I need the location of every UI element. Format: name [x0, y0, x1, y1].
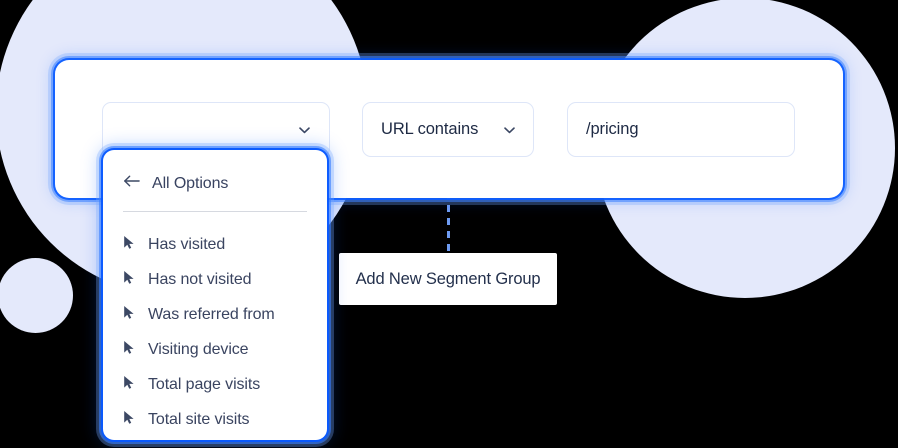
cursor-pointer-icon: [123, 235, 136, 255]
operator-select[interactable]: URL contains: [362, 102, 534, 157]
cursor-pointer-icon: [123, 410, 136, 430]
dropdown-option[interactable]: Total page visits: [103, 367, 327, 402]
dropdown-option-label: Total site visits: [148, 410, 250, 428]
dropdown-option-label: Total page visits: [148, 375, 261, 393]
value-input-wrapper[interactable]: /pricing: [567, 102, 795, 157]
segment-filter-card: URL contains /pricing: [55, 60, 843, 198]
cursor-pointer-icon: [123, 305, 136, 325]
cursor-pointer-icon: [123, 270, 136, 290]
segment-connector-line: [447, 179, 450, 255]
dropdown-option-label: Was referred from: [148, 305, 275, 323]
chevron-down-icon: [297, 122, 312, 137]
dropdown-back-label: All Options: [152, 174, 229, 192]
attribute-options-dropdown: All Options Has visited Has not visited: [103, 150, 327, 440]
dropdown-back-all-options[interactable]: All Options: [103, 170, 327, 197]
add-new-segment-group-button[interactable]: Add New Segment Group: [339, 253, 557, 305]
filter-row: URL contains /pricing: [55, 60, 843, 198]
chevron-down-icon: [502, 122, 517, 137]
value-input[interactable]: /pricing: [586, 120, 639, 138]
cursor-pointer-icon: [123, 375, 136, 395]
dropdown-option[interactable]: Has visited: [103, 227, 327, 262]
dropdown-option-list: Has visited Has not visited Was referred…: [103, 212, 327, 437]
dropdown-option[interactable]: Was referred from: [103, 297, 327, 332]
dropdown-option-label: Has visited: [148, 235, 226, 253]
dropdown-divider: [123, 211, 307, 212]
dropdown-option-label: Visiting device: [148, 340, 249, 358]
operator-select-value: URL contains: [381, 120, 479, 138]
dropdown-option-label: Has not visited: [148, 270, 252, 288]
dropdown-option[interactable]: Has not visited: [103, 262, 327, 297]
dropdown-option[interactable]: Total site visits: [103, 402, 327, 437]
decorative-circle-bottom-left: [0, 258, 73, 333]
arrow-left-icon: [123, 174, 140, 193]
cursor-pointer-icon: [123, 340, 136, 360]
dropdown-option[interactable]: Visiting device: [103, 332, 327, 367]
attribute-select[interactable]: [102, 102, 330, 157]
